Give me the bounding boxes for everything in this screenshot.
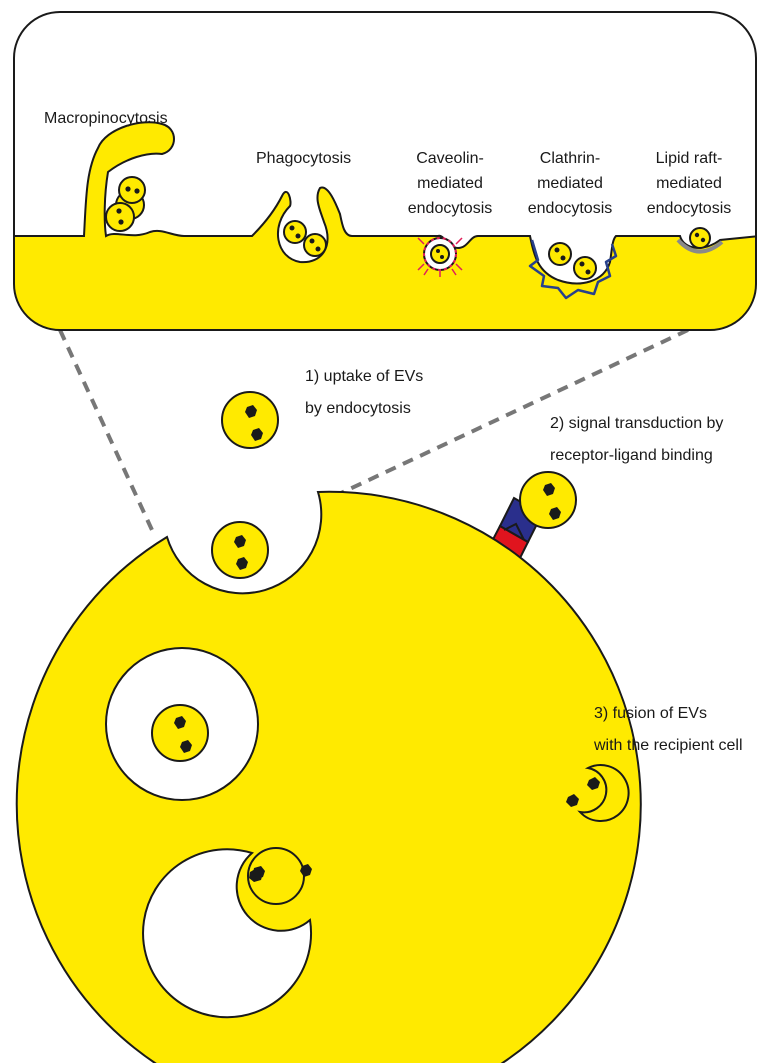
zoom-line-left — [60, 330, 152, 530]
label-clathrin-line1: Clathrin- — [540, 150, 600, 167]
label-clathrin-line2: mediated — [537, 175, 603, 192]
label-caveolin-line2: mediated — [417, 175, 483, 192]
endocytosis-inset-panel: Macropinocytosis Phagocytosis Caveolin- … — [10, 12, 760, 340]
label-lipid-raft-line3: endocytosis — [647, 200, 732, 217]
recipient-cell — [17, 492, 641, 1063]
ev-free — [222, 392, 278, 448]
label-mechanism-3-line1: 3) fusion of EVs — [594, 705, 707, 722]
label-lipid-raft-line1: Lipid raft- — [656, 150, 723, 167]
recipient-cell-body — [17, 492, 641, 1063]
ev-in-endosome — [152, 705, 208, 761]
label-caveolin-line1: Caveolin- — [416, 150, 484, 167]
label-macropinocytosis: Macropinocytosis — [44, 110, 168, 127]
ev-bound-to-receptor — [520, 472, 576, 528]
ev-entering-cell — [212, 522, 268, 578]
label-lipid-raft-line2: mediated — [656, 175, 722, 192]
label-clathrin-line3: endocytosis — [528, 200, 613, 217]
label-phagocytosis: Phagocytosis — [256, 150, 351, 167]
label-mechanism-2-line1: 2) signal transduction by — [550, 415, 723, 432]
label-mechanism-2-line2: receptor-ligand binding — [550, 447, 713, 464]
label-mechanism-1-line1: 1) uptake of EVs — [305, 368, 423, 385]
label-mechanism-3-line2: with the recipient cell — [593, 737, 743, 754]
label-mechanism-1-line2: by endocytosis — [305, 400, 411, 417]
label-caveolin-line3: endocytosis — [408, 200, 493, 217]
